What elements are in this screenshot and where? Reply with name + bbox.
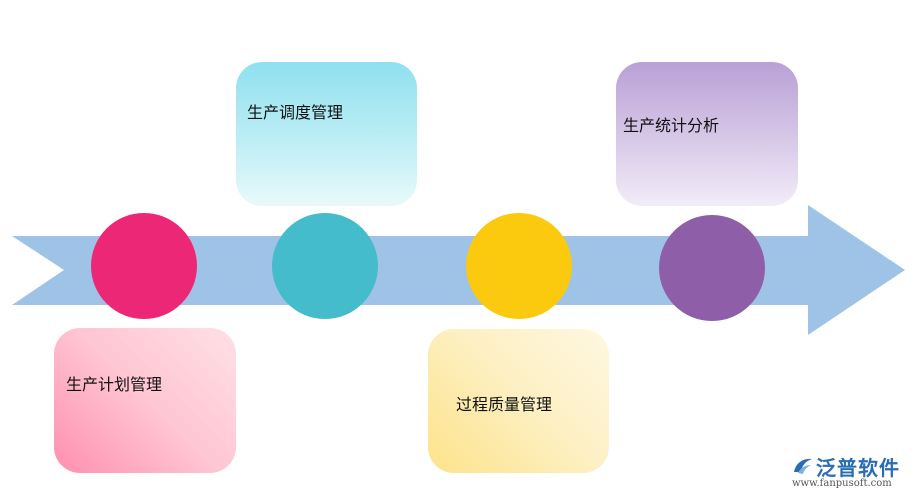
stage-label: 生产统计分析 xyxy=(623,116,720,135)
stage-label: 过程质量管理 xyxy=(456,395,553,414)
stage-card-production-scheduling: 生产调度管理 xyxy=(236,62,417,206)
brand-watermark: 泛普软件 www.fanpusoft.com xyxy=(790,450,915,492)
brand-name: 泛普软件 xyxy=(816,456,900,480)
stage-label: 生产调度管理 xyxy=(247,103,344,122)
brand-url: www.fanpusoft.com xyxy=(792,478,892,489)
fanpu-logo-icon xyxy=(794,458,812,474)
stage-marker-circle xyxy=(466,213,572,319)
stage-marker-circle xyxy=(272,213,378,319)
stage-card-process-quality: 过程质量管理 xyxy=(428,329,609,473)
stage-marker-circle xyxy=(91,213,197,319)
stage-marker-circle xyxy=(659,215,765,321)
stage-card-production-planning: 生产计划管理 xyxy=(54,328,236,473)
stage-label: 生产计划管理 xyxy=(66,375,163,394)
stage-card-production-statistics: 生产统计分析 xyxy=(616,62,798,206)
